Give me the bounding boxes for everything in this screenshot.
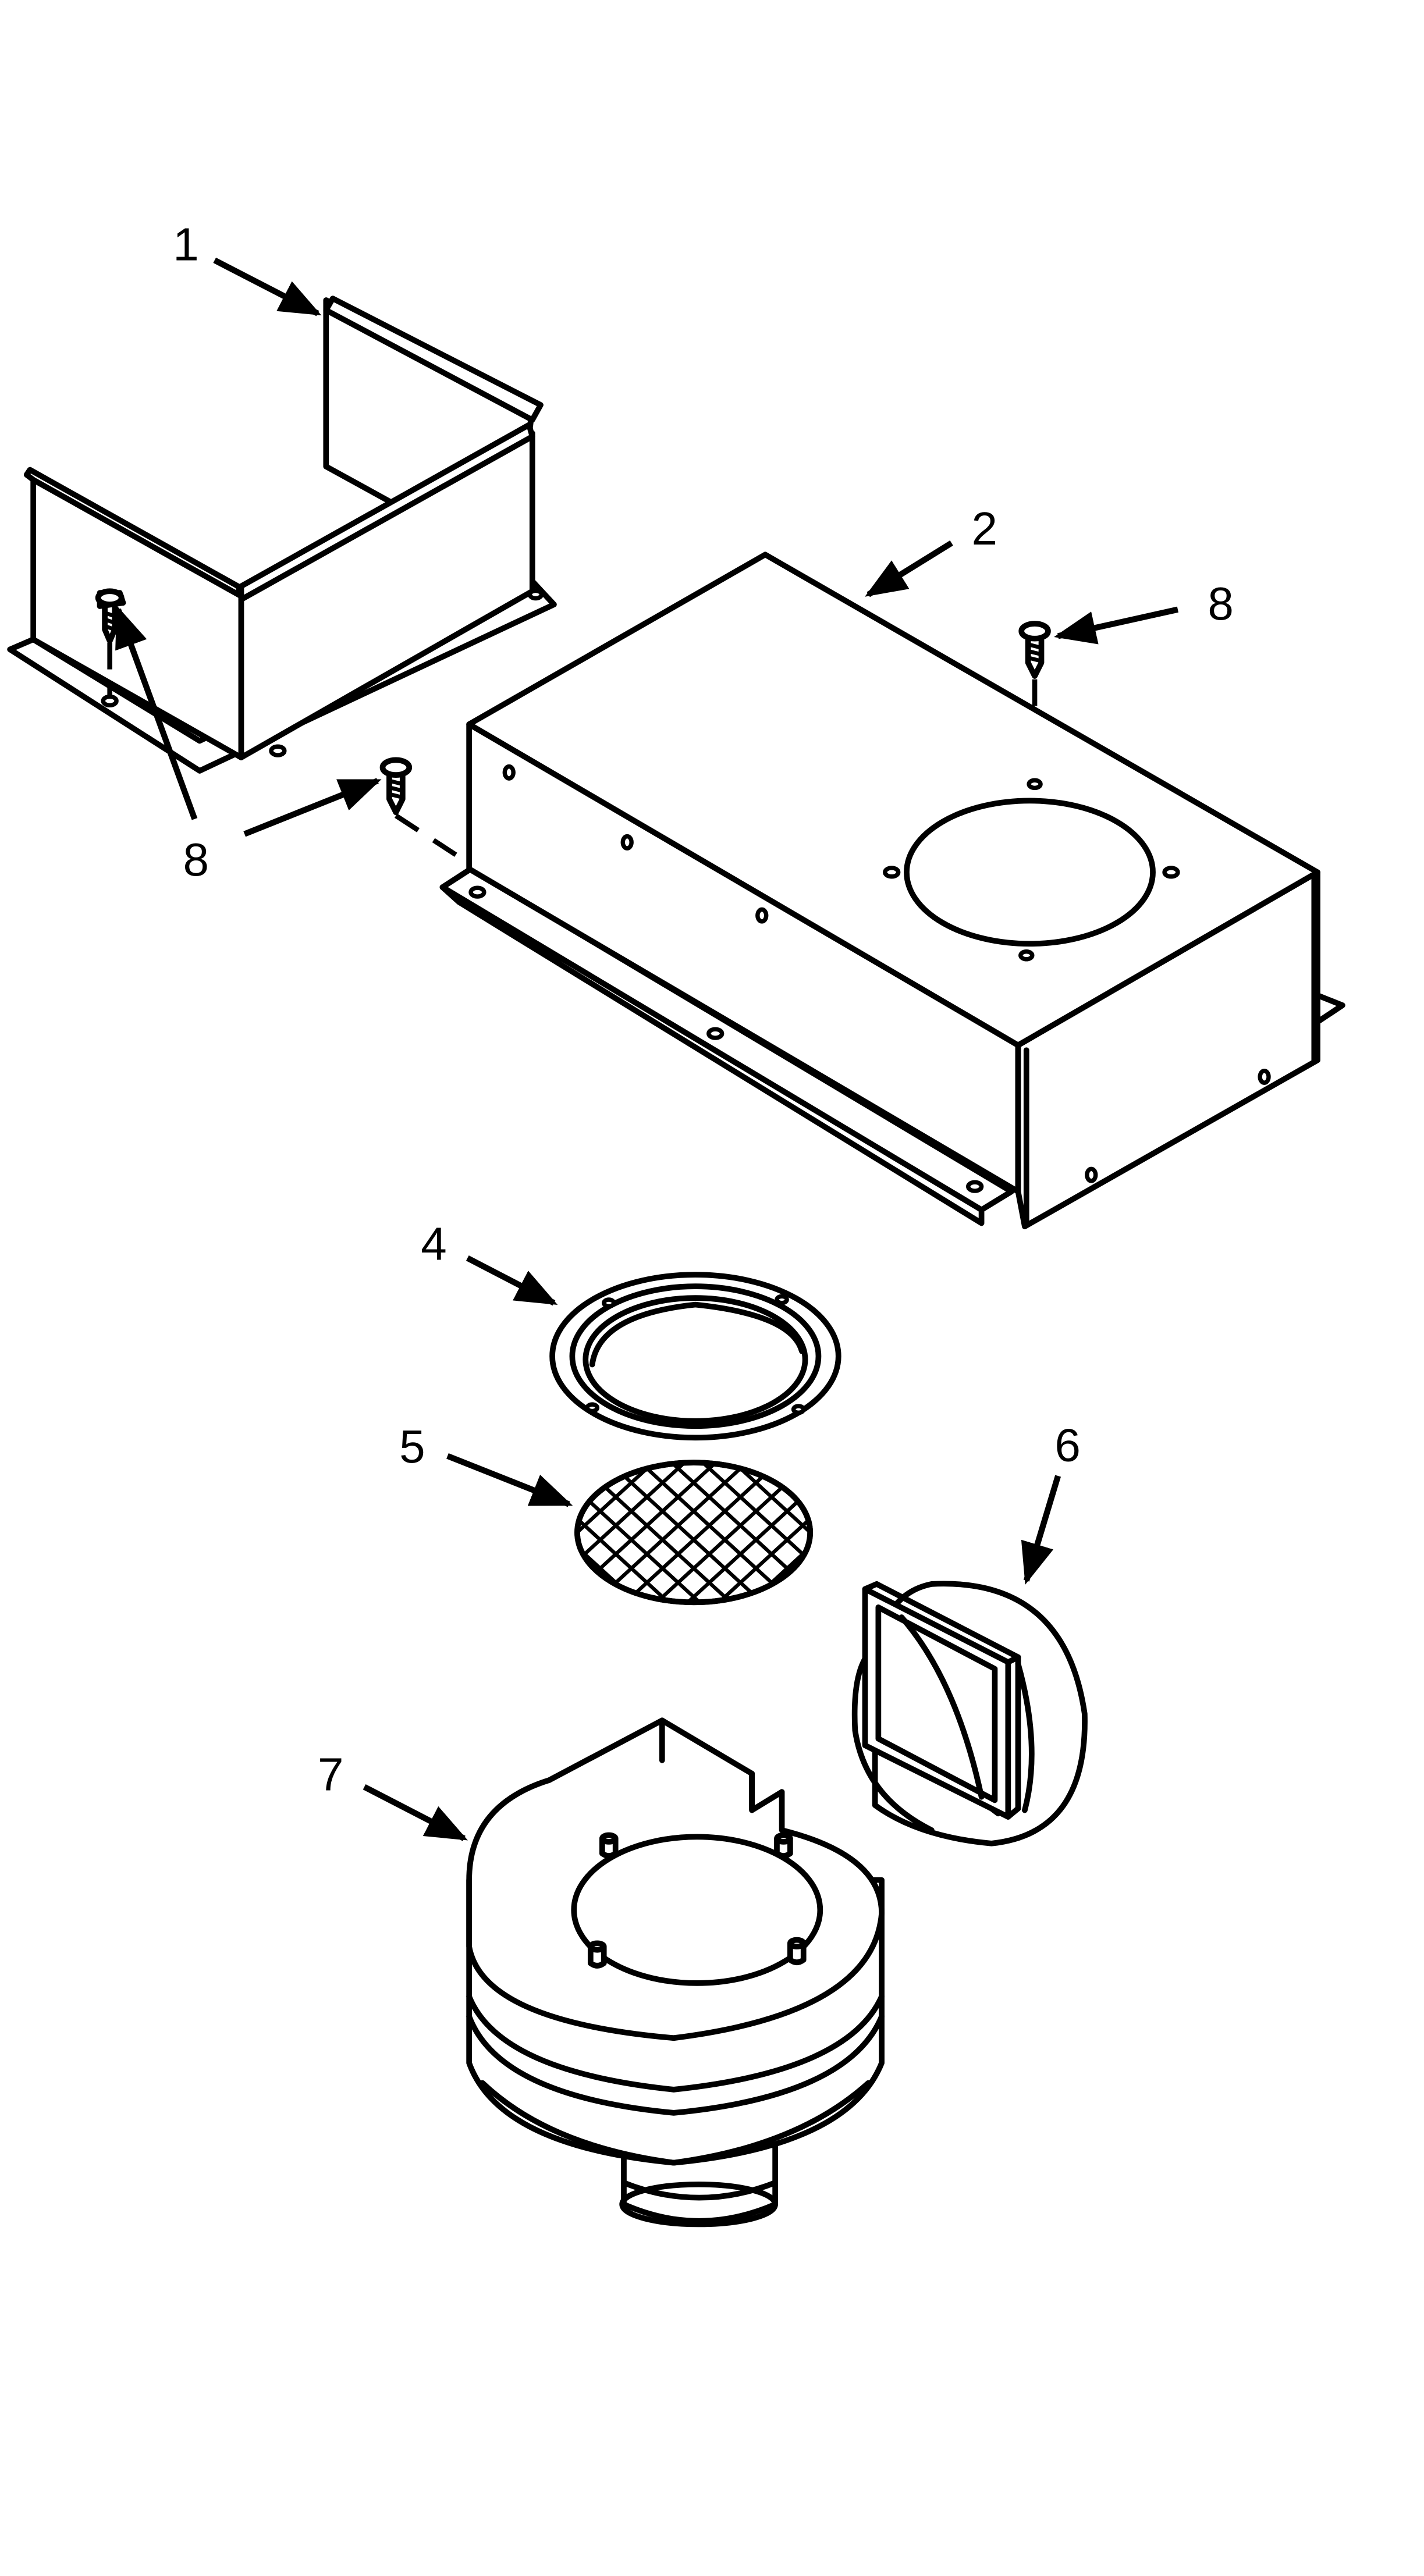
damper-adapter-part [851,1581,1088,1846]
leader-8-to-left-screw [115,605,198,820]
screw-middle [379,757,478,889]
leader-1 [213,257,322,316]
callout-labels: 1 2 8 8 4 5 6 7 [173,218,1234,1800]
callout-4: 4 [421,1218,447,1269]
blower-motor-part [466,1717,885,2228]
callout-7: 7 [318,1748,344,1800]
callout-6: 6 [1054,1419,1081,1471]
callout-arrows [115,257,1179,1841]
leader-2 [865,540,953,597]
callout-1: 1 [173,218,199,270]
callout-8-left: 8 [183,834,209,885]
leader-7 [363,1784,468,1841]
mesh-screen-part [574,1460,814,1606]
callout-2: 2 [971,503,997,554]
leader-6 [1021,1475,1061,1585]
housing-box-part [439,552,1345,1230]
leader-8-to-middle-screw [243,778,382,837]
leader-8-right [1054,606,1179,645]
screw-left-bracket [95,588,126,696]
leader-4 [466,1255,558,1306]
callout-5: 5 [399,1421,425,1472]
ring-gasket-part [549,1272,841,1441]
leader-5 [446,1453,573,1507]
duct-bracket-part [7,296,557,774]
callout-8-right: 8 [1208,578,1234,629]
mount-pins [587,1832,807,1969]
